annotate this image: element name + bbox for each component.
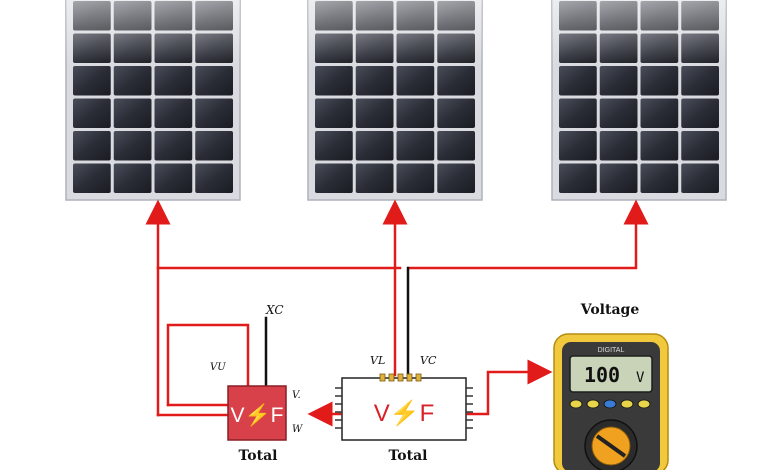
multimeter-reading-suffix: V <box>636 370 645 386</box>
label-v-side: V. <box>292 390 301 401</box>
wire-to-panel-3 <box>408 199 649 270</box>
multimeter-buttons <box>569 399 651 409</box>
wire-to-meter <box>466 359 553 416</box>
solar-panel-3 <box>551 0 727 201</box>
label-xc: XC <box>265 303 284 317</box>
multimeter-button <box>620 399 634 409</box>
label-voltage: Voltage <box>580 302 640 318</box>
left-inner-loop <box>166 323 250 407</box>
module-terminal <box>406 373 413 382</box>
left-module-box <box>227 385 287 441</box>
multimeter-brand: DIGITAL <box>598 347 625 354</box>
module-terminal <box>379 373 386 382</box>
multimeter-display <box>569 355 653 393</box>
panel-glare <box>552 0 726 200</box>
panel-glare <box>66 0 240 200</box>
multimeter-button <box>569 399 583 409</box>
multimeter-button <box>637 399 651 409</box>
module-terminal <box>415 373 422 382</box>
solar-panel-1 <box>65 0 241 201</box>
left-module-text: V⚡F <box>231 402 284 428</box>
multimeter: DIGITAL 100 V <box>553 333 669 470</box>
multimeter-button <box>603 399 617 409</box>
label-vu: VU <box>210 362 226 373</box>
multimeter-dial-pointer <box>595 434 627 458</box>
multimeter-button <box>586 399 600 409</box>
wires <box>145 199 649 427</box>
center-module-text: V⚡F <box>374 399 435 427</box>
left-module: V⚡F Total <box>227 385 287 464</box>
module-terminal <box>397 373 404 382</box>
center-module-caption: Total <box>388 448 427 464</box>
center-module-pins <box>335 373 473 429</box>
center-module: V⚡F Total <box>335 373 473 464</box>
label-w-side: W <box>292 424 303 435</box>
module-terminal <box>388 373 395 382</box>
label-vl: VL <box>370 354 385 367</box>
panel-glare <box>308 0 482 200</box>
center-module-box <box>341 377 467 441</box>
label-vc: VC <box>420 354 437 367</box>
multimeter-reading: 100 <box>584 363 620 387</box>
solar-panel-2 <box>307 0 483 201</box>
left-module-caption: Total <box>238 448 277 464</box>
